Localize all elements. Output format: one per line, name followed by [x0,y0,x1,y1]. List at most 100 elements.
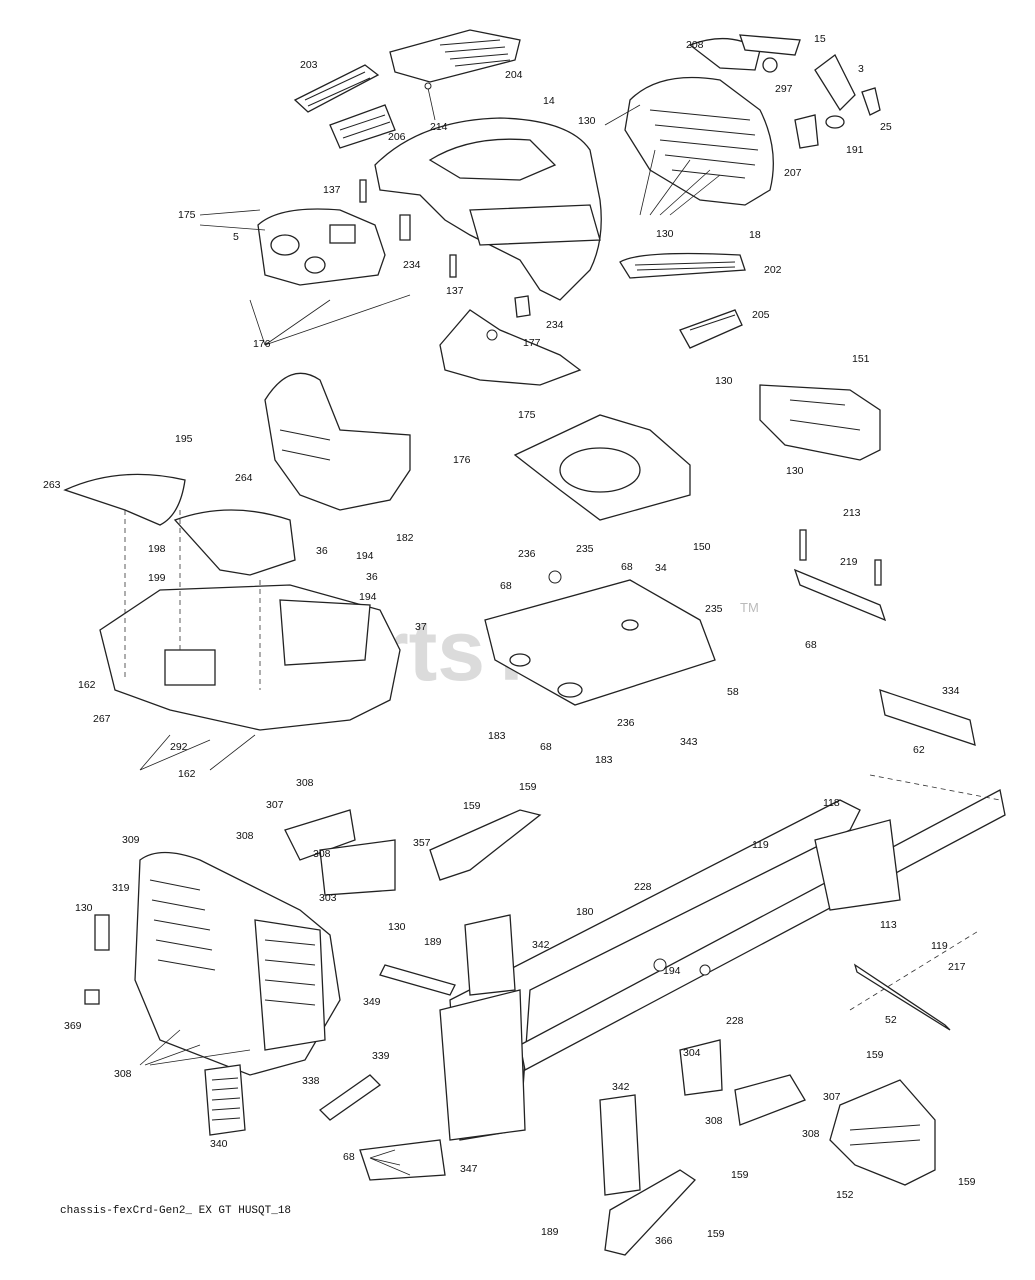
callout: 309 [122,834,140,846]
callout: 228 [634,881,652,893]
callout: 5 [233,231,239,243]
callout: 217 [948,961,966,973]
callout: 307 [266,799,284,811]
callout: 334 [942,685,960,697]
callout: 236 [617,717,635,729]
rod-217 [853,963,951,1031]
callout: 130 [75,902,93,914]
callout: 219 [840,556,858,568]
callout: 175 [178,209,196,221]
callout: 204 [505,69,523,81]
callout: 177 [523,337,541,349]
callout: 292 [170,741,188,753]
callout: 113 [880,919,897,931]
callout: 308 [114,1068,132,1080]
callout: 175 [518,409,536,421]
callout: 307 [823,1091,841,1103]
callout: 162 [78,679,96,691]
callout: 62 [913,744,925,756]
callout: 303 [319,892,337,904]
fender-assembly [63,473,401,731]
callout: 130 [388,921,406,933]
callout: 68 [621,561,633,573]
callout: 308 [236,830,254,842]
callout: 343 [680,736,698,748]
callout: 189 [424,936,442,948]
callout: 68 [343,1151,355,1163]
front-grille-assembly [619,34,881,349]
callout: 25 [880,121,892,133]
callout: 236 [518,548,536,560]
front-grille-309 [134,851,341,1076]
callout: 37 [415,621,427,633]
callout: 308 [296,777,314,789]
callout: 191 [846,144,864,156]
callout: 151 [852,353,870,365]
callout: 342 [532,939,550,951]
callout: 213 [843,507,861,519]
callout: 159 [731,1169,749,1181]
lower-dash-182 [264,372,411,511]
seat-platform-34 [484,570,716,706]
hood-assembly [293,29,602,318]
callout: 18 [749,229,761,241]
grille-insert-340 [204,1064,246,1136]
callout: 3 [858,63,864,75]
callout: 159 [866,1049,884,1061]
callout: 349 [363,996,381,1008]
callout: 297 [775,83,793,95]
callout: 304 [683,1047,701,1059]
callout: 203 [300,59,318,71]
rear-bracket-151 [759,384,881,461]
callout: 189 [541,1226,559,1238]
diagram-code: chassis-fexCrd-Gen2_ EX GT HUSQT_18 [60,1205,291,1217]
callout-labels: 15 203 208 204 3 297 214 14 130 25 206 1… [43,33,976,1247]
callout: 308 [313,848,331,860]
callout: 235 [705,603,723,615]
callout: 308 [705,1115,723,1127]
step-152 [829,1079,936,1186]
callout: 68 [540,741,552,753]
callout: 366 [655,1235,673,1247]
callout: 235 [576,543,594,555]
callout: 340 [210,1138,228,1150]
callout: 152 [836,1189,854,1201]
frame-assembly [439,774,1006,1141]
callout: 159 [707,1228,725,1240]
callout: 263 [43,479,61,491]
callout: 15 [814,33,826,45]
callout: 137 [323,184,341,196]
callout: 347 [460,1163,478,1175]
callout: 319 [112,882,130,894]
callout: 130 [578,115,596,127]
callout: 159 [958,1176,976,1188]
callout: 150 [693,541,711,553]
callout: 14 [543,95,555,107]
callout: 264 [235,472,253,484]
callout: 339 [372,1050,390,1062]
callout: 34 [655,562,667,574]
callout: 194 [356,550,374,562]
callout: 180 [576,906,594,918]
callout: 198 [148,543,166,555]
callout: 58 [727,686,739,698]
callout: 195 [175,433,193,445]
callout: 119 [931,940,948,952]
callout: 183 [595,754,613,766]
callout: 130 [656,228,674,240]
callout: 208 [686,39,704,51]
callout: 182 [396,532,414,544]
callout: 119 [752,839,769,851]
callout: 338 [302,1075,320,1087]
callout: 52 [885,1014,897,1026]
callout: 36 [366,571,378,583]
callout: 206 [388,131,406,143]
leader-lines [139,104,721,1176]
callout: 176 [253,338,271,350]
callout: 207 [784,167,802,179]
callout: 267 [93,713,111,725]
callout: 205 [752,309,770,321]
callout: 130 [786,465,804,477]
callout: 202 [764,264,782,276]
